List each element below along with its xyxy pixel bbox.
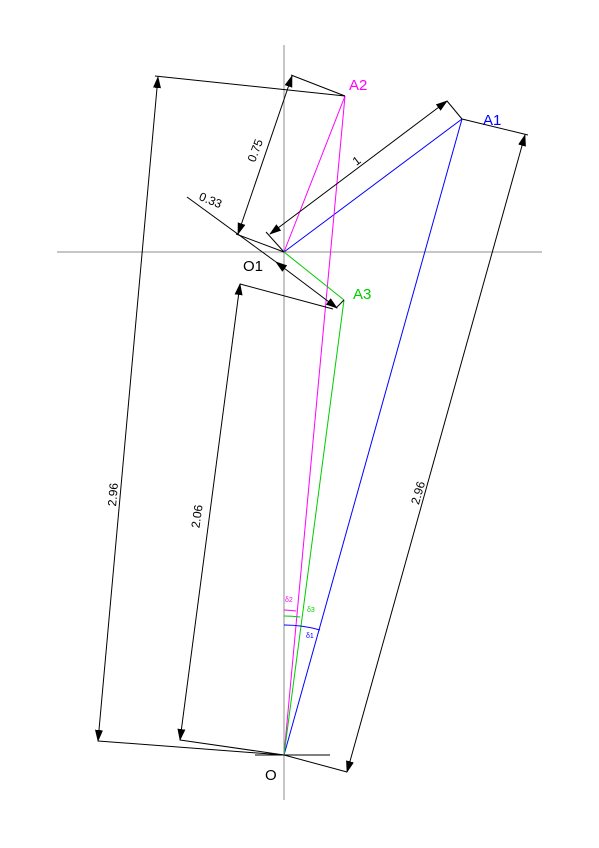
angle-arc-delta1 <box>283 624 321 631</box>
dimension-2-06: 2.06 <box>177 283 334 756</box>
dimension-2-96-left-label: 2.96 <box>105 482 121 507</box>
position-a1-links <box>283 118 463 756</box>
dimension-2-96-right-label: 2.96 <box>408 479 428 506</box>
link-o-a3 <box>283 299 345 756</box>
angle-arc-delta3 <box>283 615 301 618</box>
dimension-2-96-left-line <box>95 76 161 742</box>
dimension-0-33-line <box>275 261 338 309</box>
point-label-o: O <box>265 767 277 784</box>
point-label-a3: A3 <box>353 286 371 303</box>
dimension-0-75: 0.75 <box>235 74 346 253</box>
angle-label-delta2: δ2 <box>285 597 293 604</box>
position-a2-links <box>283 95 346 756</box>
dimension-2-96-right-line <box>346 134 526 773</box>
dimension-2-96-right: 2.96 <box>283 118 529 773</box>
dimension-2-06-label: 2.06 <box>188 504 205 529</box>
point-label-a1: A1 <box>483 112 501 129</box>
dimension-2-06-line <box>177 283 243 741</box>
link-o-a2 <box>283 95 346 756</box>
point-label-a2: A2 <box>349 77 367 94</box>
point-label-o1: O1 <box>243 258 263 275</box>
angle-label-delta3: δ3 <box>307 607 315 614</box>
angle-label-delta1: δ1 <box>306 633 314 640</box>
axes <box>57 45 542 800</box>
link-o1-a1 <box>283 118 463 253</box>
point-labels: A2 A1 A3 O1 O <box>243 77 501 784</box>
position-a3-links <box>283 251 345 756</box>
dimension-0-33-label: 0.33 <box>197 189 224 211</box>
link-o1-a3 <box>283 251 345 301</box>
angle-arc-delta2 <box>283 609 297 612</box>
dimension-0-75-line <box>237 75 293 235</box>
dimension-0-33: 0.33 <box>186 189 345 309</box>
dimension-1-label: 1 <box>350 153 364 168</box>
dimension-1: 1 <box>265 100 463 253</box>
angle-arcs: δ2 δ3 δ1 <box>283 597 321 640</box>
dimension-2-96-left: 2.96 <box>95 75 346 756</box>
link-o-a1 <box>283 118 463 756</box>
